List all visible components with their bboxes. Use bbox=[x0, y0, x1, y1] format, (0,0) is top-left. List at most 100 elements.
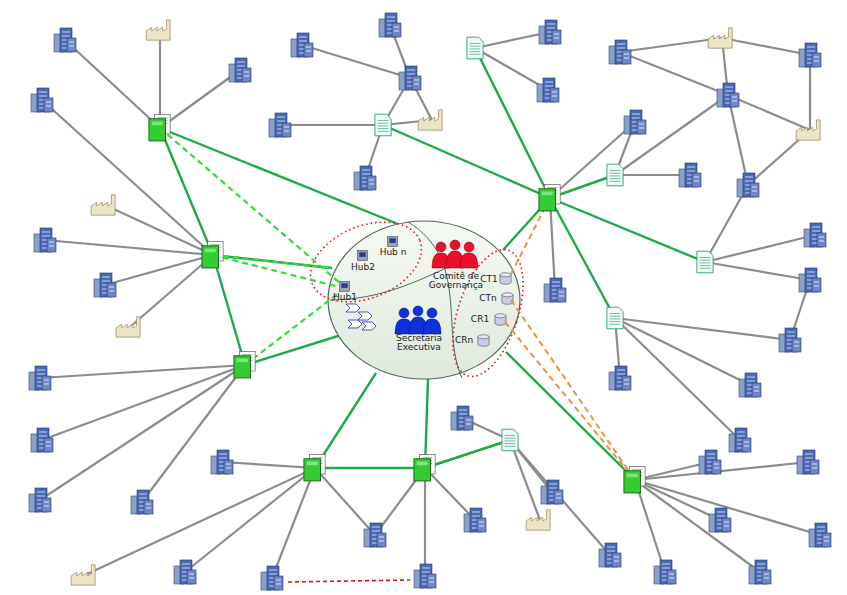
database-label: CTn bbox=[479, 294, 497, 303]
link-line bbox=[550, 122, 635, 198]
hub-icon bbox=[357, 250, 367, 260]
link-line bbox=[705, 235, 815, 262]
hub-document-icon bbox=[234, 352, 255, 378]
building-icon bbox=[29, 488, 51, 512]
link-line bbox=[130, 255, 213, 327]
link-line bbox=[615, 318, 790, 340]
backbone-line bbox=[160, 128, 398, 224]
dashed-link bbox=[505, 322, 635, 480]
hub-label: Hub n bbox=[380, 248, 407, 257]
node-text: Hub1 bbox=[333, 293, 357, 302]
factory-icon bbox=[116, 317, 140, 337]
building-icon bbox=[699, 450, 721, 474]
link-line bbox=[40, 365, 245, 500]
link-line bbox=[635, 480, 720, 520]
building-icon bbox=[34, 228, 56, 252]
dashed-link bbox=[245, 292, 340, 365]
building-icon bbox=[211, 450, 233, 474]
building-icon bbox=[729, 428, 751, 452]
link-line bbox=[222, 462, 315, 468]
node-text: Comitê de Governança bbox=[425, 272, 487, 291]
link-line bbox=[728, 95, 748, 185]
link-line bbox=[425, 440, 510, 468]
building-icon bbox=[797, 450, 819, 474]
document-icon bbox=[607, 164, 623, 186]
backbone-line bbox=[475, 48, 550, 198]
link-line bbox=[159, 30, 161, 128]
database-icon bbox=[495, 314, 506, 326]
committee-people bbox=[432, 240, 478, 268]
factory-icon bbox=[418, 110, 442, 130]
building-icon bbox=[739, 373, 761, 397]
factory-icon bbox=[708, 28, 732, 48]
factory-icon bbox=[146, 20, 170, 40]
link-line bbox=[510, 440, 610, 555]
document-icon bbox=[607, 307, 623, 329]
link-line bbox=[425, 468, 475, 520]
dashed-link bbox=[213, 255, 339, 287]
link-line bbox=[635, 480, 665, 572]
database-icon bbox=[502, 293, 513, 305]
building-icon bbox=[749, 560, 771, 584]
building-icon bbox=[804, 223, 826, 247]
link-line bbox=[615, 318, 750, 385]
hub-document-icon bbox=[202, 242, 223, 268]
building-icon bbox=[709, 508, 731, 532]
building-icon bbox=[29, 366, 51, 390]
database-label: CR1 bbox=[471, 315, 489, 324]
link-line bbox=[302, 45, 410, 78]
building-icon bbox=[717, 83, 739, 107]
building-icon bbox=[799, 43, 821, 67]
building-icon bbox=[609, 366, 631, 390]
highlight-ring bbox=[299, 207, 434, 317]
link-line bbox=[620, 38, 722, 52]
building-icon bbox=[679, 163, 701, 187]
node-text: CR1 bbox=[471, 315, 489, 324]
link-line bbox=[620, 52, 728, 95]
link-line bbox=[635, 480, 820, 535]
factory-icon bbox=[91, 195, 115, 215]
backbone-line bbox=[506, 352, 635, 480]
building-icon bbox=[414, 564, 436, 588]
secretariat-label: Secretaria Executiva bbox=[388, 334, 450, 353]
building-icon bbox=[654, 560, 676, 584]
building-icon bbox=[541, 480, 563, 504]
backbone-line bbox=[383, 125, 550, 198]
database-icon bbox=[478, 335, 489, 347]
hub-label: Hub2 bbox=[351, 263, 375, 272]
building-icon bbox=[31, 428, 53, 452]
link-line bbox=[85, 468, 315, 575]
building-icon bbox=[269, 113, 291, 137]
link-line bbox=[615, 318, 740, 440]
building-icon bbox=[291, 33, 313, 57]
node-text: CRn bbox=[455, 336, 473, 345]
hub-label: Hub1 bbox=[333, 293, 357, 302]
building-icon bbox=[809, 523, 831, 547]
dashed-link bbox=[511, 300, 635, 480]
database-icon bbox=[500, 273, 511, 285]
building-icon bbox=[94, 273, 116, 297]
building-icon bbox=[399, 66, 421, 90]
building-icon bbox=[451, 406, 473, 430]
link-line bbox=[160, 70, 240, 128]
secretariat-people bbox=[395, 306, 441, 334]
dashed-link bbox=[160, 128, 340, 283]
hub-document-icon bbox=[304, 455, 325, 481]
factory-icon bbox=[526, 510, 550, 530]
node-text: CT1 bbox=[480, 275, 498, 284]
backbone-line bbox=[213, 255, 245, 365]
link-line bbox=[635, 480, 760, 572]
backbone-line bbox=[550, 198, 705, 262]
node-text: Hub n bbox=[380, 248, 407, 257]
link-line bbox=[42, 100, 213, 255]
factory-icon bbox=[796, 120, 820, 140]
node-text: Hub2 bbox=[351, 263, 375, 272]
database-label: CT1 bbox=[480, 275, 498, 284]
building-icon bbox=[354, 166, 376, 190]
building-icon bbox=[54, 28, 76, 52]
dashed-link bbox=[288, 580, 410, 582]
link-line bbox=[615, 95, 728, 175]
link-line bbox=[510, 440, 540, 520]
